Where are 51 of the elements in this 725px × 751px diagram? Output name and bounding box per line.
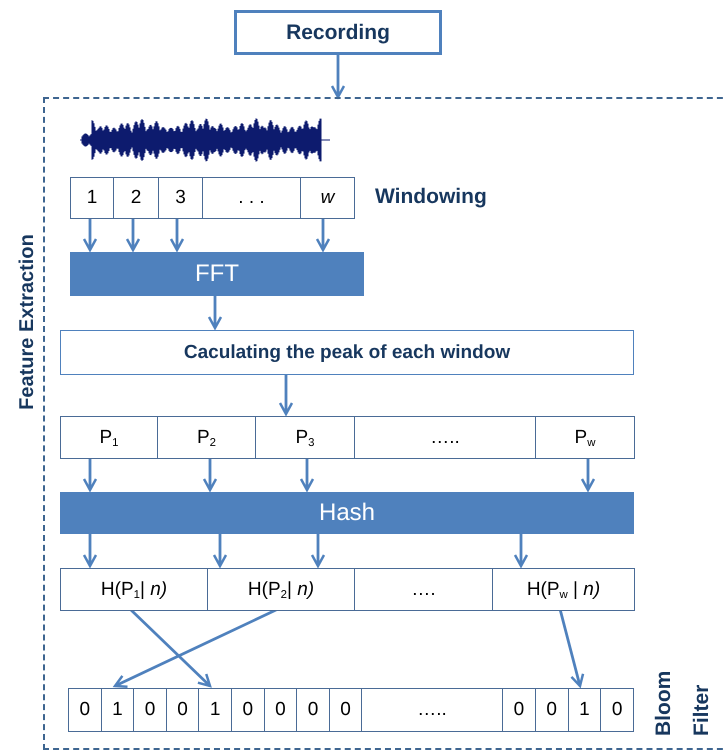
table-cell: P$_{3}$ xyxy=(255,416,355,459)
table-cell: P$_{1}$ xyxy=(60,416,158,459)
arrow xyxy=(310,532,326,568)
arrow xyxy=(278,373,294,416)
arrow xyxy=(126,217,140,252)
table-cell: 0 xyxy=(68,688,102,732)
table-cell: . . . xyxy=(202,177,301,219)
table-cell: 0 xyxy=(328,688,362,732)
table-cell: 0 xyxy=(534,688,568,732)
table-cell: 0 xyxy=(231,688,265,732)
table-cell: 3 xyxy=(158,177,203,219)
arrow xyxy=(300,457,314,492)
process-bar: Hash xyxy=(60,492,634,534)
table-cell: 0 xyxy=(502,688,536,732)
arrow xyxy=(202,457,218,492)
row-label: Bloom Filter xyxy=(651,670,714,736)
table-cell: …. xyxy=(354,568,493,611)
arrow xyxy=(514,532,528,568)
arrow xyxy=(82,532,98,568)
arrow xyxy=(330,55,346,98)
arrow xyxy=(316,217,330,252)
arrow xyxy=(82,217,98,252)
arrow xyxy=(212,532,228,568)
process-box: Caculating the peak of each window xyxy=(60,330,634,375)
table-cell: 0 xyxy=(600,688,634,732)
table-cell: 0 xyxy=(264,688,298,732)
table-cell: 0 xyxy=(296,688,330,732)
table-cell: H(P$_{1}$| n) xyxy=(60,568,208,611)
process-bar: FFT xyxy=(70,252,364,296)
table-cell: 1 xyxy=(100,688,134,732)
arrow xyxy=(82,457,98,492)
table-cell: 2 xyxy=(113,177,159,219)
table-cell: 0 xyxy=(166,688,200,732)
table-cell: H(P$_{2}$| n) xyxy=(207,568,355,611)
table-cell: ….. xyxy=(354,416,536,459)
table-cell: P$_{w}$ xyxy=(535,416,635,459)
process-box: Recording xyxy=(234,10,442,55)
table-cell: H(P$_{w}$ | n) xyxy=(492,568,635,611)
arrow xyxy=(558,608,584,688)
table-cell: 1 xyxy=(70,177,114,219)
table-cell: ….. xyxy=(361,688,503,732)
arrow xyxy=(208,294,222,330)
row-label: Windowing xyxy=(375,185,487,209)
table-cell: 1 xyxy=(568,688,602,732)
table-cell: 1 xyxy=(198,688,232,732)
arrow xyxy=(170,217,184,252)
table-cell: P$_{2}$ xyxy=(157,416,256,459)
table-cell: 0 xyxy=(133,688,167,732)
table-cell: w xyxy=(300,177,355,219)
arrow xyxy=(580,457,596,492)
group-title: Feature Extraction xyxy=(15,233,39,412)
